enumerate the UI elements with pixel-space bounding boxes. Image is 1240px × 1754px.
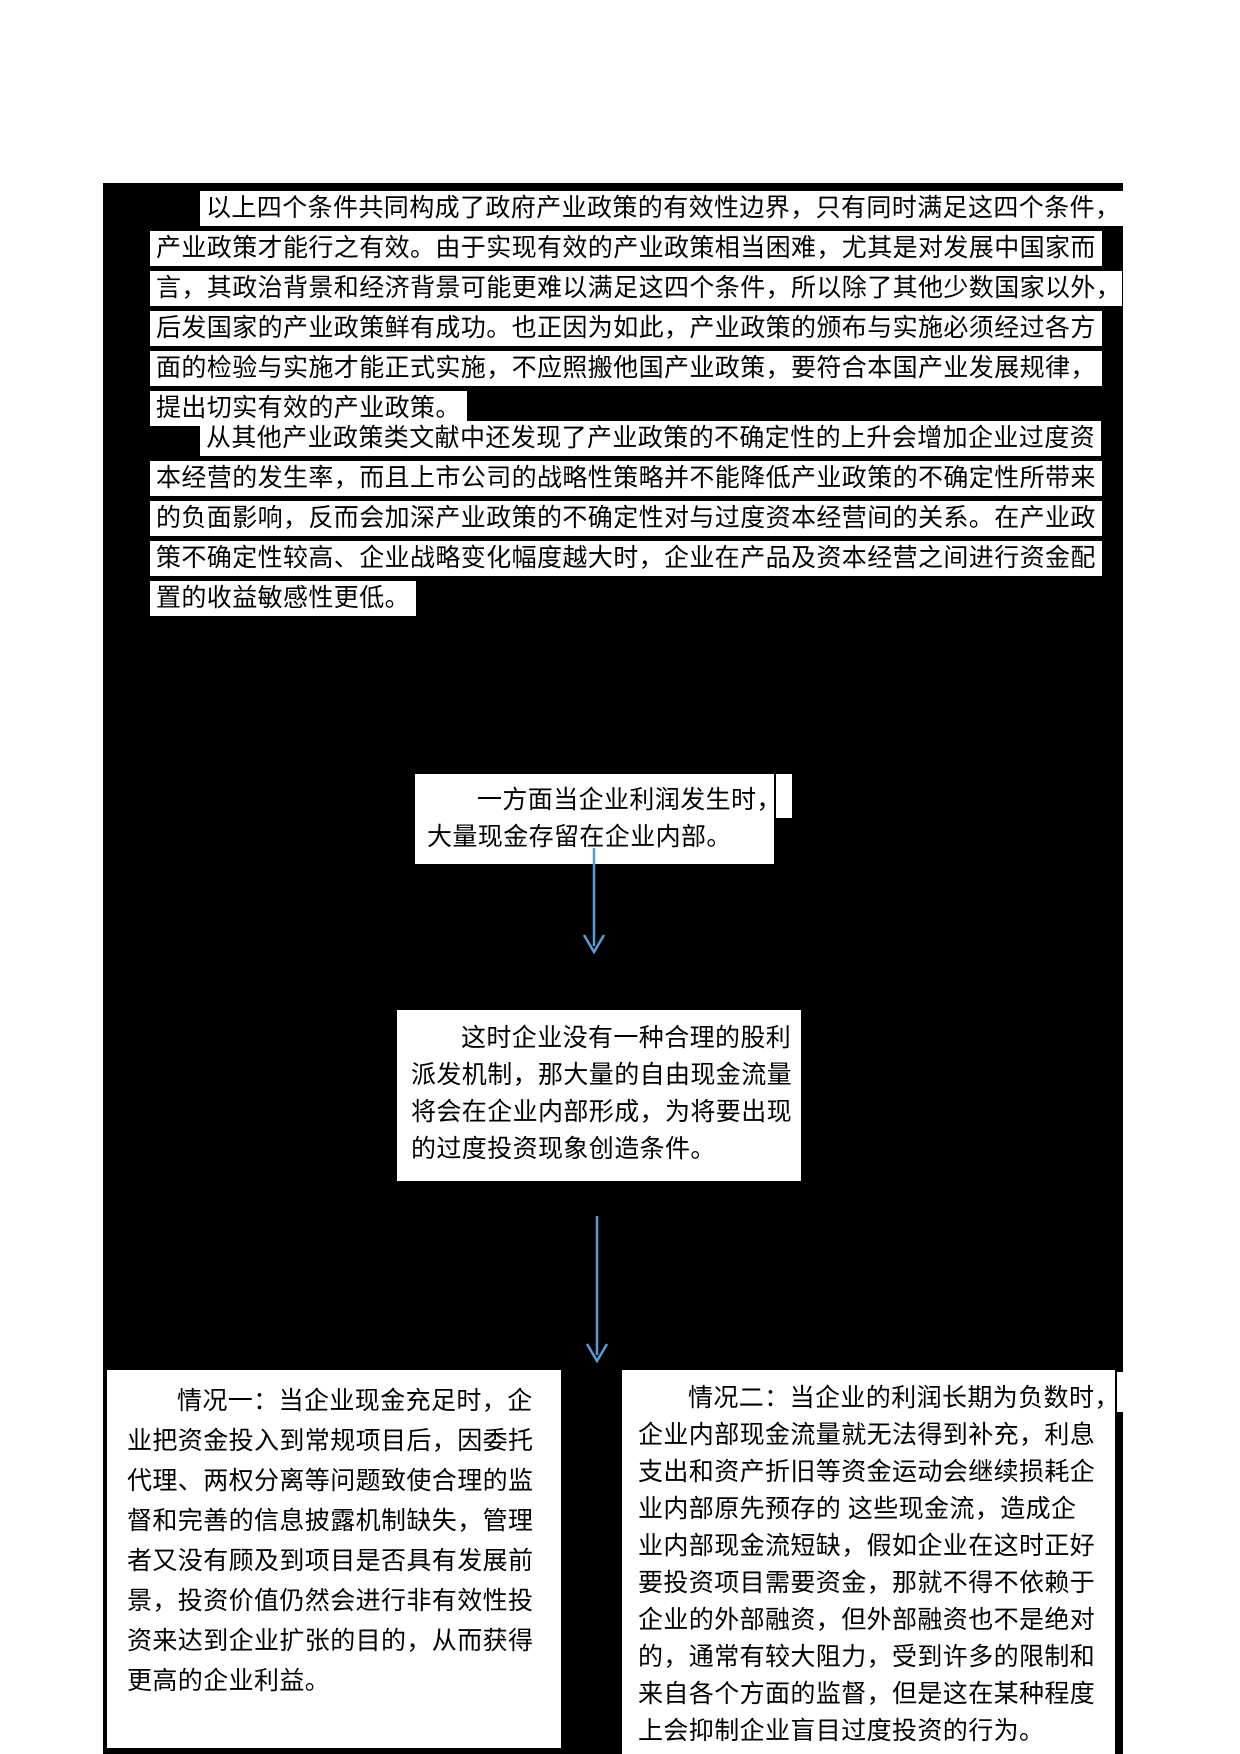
highlight-notch	[1117, 1372, 1127, 1412]
paragraph-policy-uncertainty: 从其他产业政策类文献中还发现了产业政策的不确定性的上升会增加企业过度资本经营的发…	[150, 421, 1102, 621]
text-line: 这时企业没有一种合理的股利	[461, 1025, 792, 1052]
text-line: 更高的企业利益。	[127, 1668, 331, 1695]
text-line: 一方面当企业利润发生时，	[477, 787, 782, 814]
text-line: 派发机制，那大量的自由现金流量	[411, 1062, 793, 1089]
text-line: 产业政策才能行之有效。由于实现有效的产业政策相当困难，尤其是对发展中国家而	[150, 231, 1102, 266]
text-line: 要投资项目需要资金，那就不得不依赖于	[638, 1570, 1096, 1597]
text-line: 本经营的发生率，而且上市公司的战略性策略并不能降低产业政策的不确定性所带来	[150, 461, 1102, 496]
text-line: 后发国家的产业政策鲜有成功。也正因为如此，产业政策的颁布与实施必须经过各方	[150, 311, 1102, 346]
flow-box-case-two: 情况二：当企业的利润长期为负数时， 企业内部现金流量就无法得到补充，利息支出和资产…	[620, 1368, 1120, 1754]
text-line: 上会抑制企业盲目过度投资的行为。	[638, 1718, 1045, 1745]
text-line: 业把资金投入到常规项目后，因委托	[127, 1428, 534, 1455]
down-arrow-icon	[585, 1216, 609, 1364]
highlight-notch	[776, 774, 792, 818]
text-line: 支出和资产折旧等资金运动会继续损耗企	[638, 1459, 1096, 1486]
text-line: 督和完善的信息披露机制缺失，管理	[127, 1508, 534, 1535]
text-line: 面的检验与实施才能正式实施，不应照搬他国产业政策，要符合本国产业发展规律，	[150, 351, 1102, 386]
text-line: 将会在企业内部形成，为将要出现	[411, 1099, 793, 1126]
text-line: 提出切实有效的产业政策。	[150, 391, 467, 426]
text-line: 代理、两权分离等问题致使合理的监	[127, 1468, 534, 1495]
text-line: 策不确定性较高、企业战略变化幅度越大时，企业在产品及资本经营之间进行资金配	[150, 541, 1102, 576]
text-line: 业内部原先预存的 这些现金流，造成企	[638, 1496, 1077, 1523]
flow-box-free-cash-flow: 这时企业没有一种合理的股利派发机制，那大量的自由现金流量将会在企业内部形成，为将…	[395, 1008, 803, 1183]
paragraph-policy-effectiveness: 以上四个条件共同构成了政府产业政策的有效性边界，只有同时满足这四个条件， 产业政策…	[150, 191, 1127, 431]
text-line: 的负面影响，反而会加深产业政策的不确定性对与过度资本经营间的关系。在产业政	[150, 501, 1102, 536]
text-line: 以上四个条件共同构成了政府产业政策的有效性边界，只有同时满足这四个条件，	[200, 191, 1127, 226]
text-line: 的，通常有较大阻力，受到许多的限制和	[638, 1644, 1096, 1671]
text-line: 情况二：当企业的利润长期为负数时，	[688, 1385, 1120, 1412]
text-line: 景，投资价值仍然会进行非有效性投	[127, 1588, 534, 1615]
text-line: 大量现金存留在企业内部。	[427, 824, 732, 851]
text-line: 业内部现金流短缺，假如企业在这时正好	[638, 1533, 1096, 1560]
text-line: 言，其政治背景和经济背景可能更难以满足这四个条件，所以除了其他少数国家以外，	[150, 271, 1122, 306]
text-line: 企业的外部融资，但外部融资也不是绝对	[638, 1607, 1096, 1634]
down-arrow-icon	[582, 848, 606, 955]
black-background-canvas: 以上四个条件共同构成了政府产业政策的有效性边界，只有同时满足这四个条件， 产业政策…	[103, 183, 1127, 1754]
text-line: 企业内部现金流量就无法得到补充，利息	[638, 1422, 1096, 1449]
text-line: 者又没有顾及到项目是否具有发展前	[127, 1548, 534, 1575]
text-line: 来自各个方面的监督，但是这在某种程度	[638, 1681, 1096, 1708]
flow-box-profit-retained: 一方面当企业利润发生时， 大量现金存留在企业内部。	[413, 772, 782, 866]
text-line: 情况一：当企业现金充足时，企	[177, 1388, 533, 1415]
text-line: 从其他产业政策类文献中还发现了产业政策的不确定性的上升会增加企业过度资	[200, 421, 1102, 456]
text-line: 资来达到企业扩张的目的，从而获得	[127, 1628, 534, 1655]
text-line: 置的收益敏感性更低。	[150, 581, 417, 616]
flow-box-case-one: 情况一：当企业现金充足时，企业把资金投入到常规项目后，因委托代理、两权分离等问题…	[105, 1368, 563, 1750]
text-line: 的过度投资现象创造条件。	[411, 1136, 716, 1163]
